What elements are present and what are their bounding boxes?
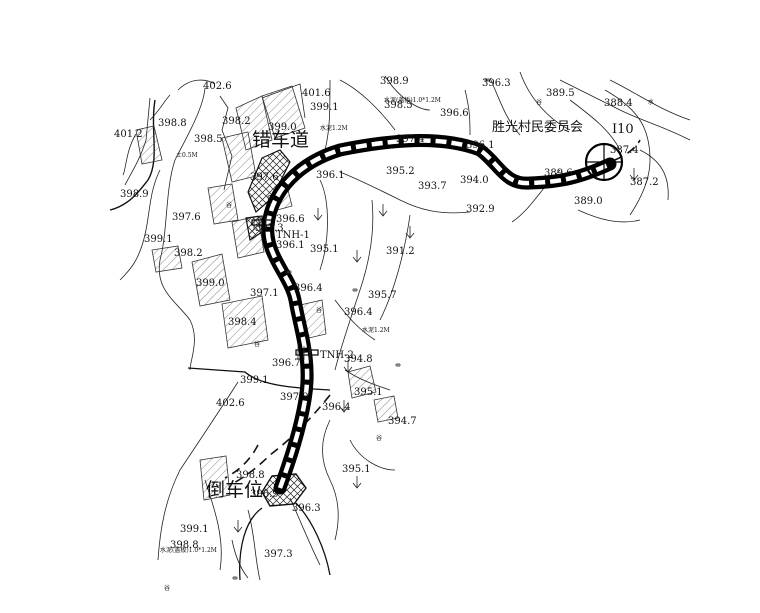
spot-elevation: 398.4	[228, 317, 257, 328]
spot-elevation: 396.3	[482, 78, 511, 89]
spot-elevation: 395.1	[342, 464, 371, 475]
spot-elevation: 398.9	[380, 76, 409, 87]
spot-elevation: 396.1	[316, 170, 345, 181]
slope-arrows	[233, 168, 639, 533]
crop-label-6: 谷	[164, 584, 170, 592]
spot-elevation: 389.0	[574, 196, 603, 207]
crop-label-3: 谷	[316, 306, 322, 314]
survey-ticks	[232, 78, 490, 580]
boundary-lines	[109, 99, 331, 581]
spot-elevation: 398.5	[384, 100, 413, 111]
culvert-note-1: 水泥(盖板)1.0*1.2M	[384, 96, 441, 104]
spot-elevation: 397.6	[250, 172, 279, 183]
spot-elevation: 399.0	[196, 278, 225, 289]
turnaround-area-label: 倒车位	[206, 479, 263, 501]
ditch-note-3: 土0.5M	[176, 151, 198, 159]
spot-elevation: 391.2	[386, 246, 415, 257]
spot-elevation: 402.6	[203, 81, 232, 92]
spot-elevation: 396.1	[466, 140, 495, 151]
spot-elevation: 395.2	[386, 166, 415, 177]
spot-elevation: 401.6	[302, 88, 331, 99]
spot-elevation: 399.1	[310, 102, 339, 113]
spot-elevation: 399.1	[144, 234, 173, 245]
culvert-markers	[251, 216, 319, 360]
spot-elevation: 398.8	[236, 470, 265, 481]
crop-label-5: 谷	[376, 434, 382, 442]
spot-elevation: 399.1	[240, 375, 269, 386]
spot-elevation: 388.4	[604, 98, 633, 109]
spot-elevation: 397.4	[396, 134, 425, 145]
ditch-note-2: 水泥1.2M	[362, 326, 390, 334]
node-label-2: TNH-2	[320, 350, 354, 361]
spot-elevation: 397.3	[264, 549, 293, 560]
code-label: I10	[612, 122, 634, 137]
spot-elevation: 387.2	[630, 177, 659, 188]
road-end-circle	[584, 142, 624, 182]
spot-elevation: 396.1	[276, 240, 305, 251]
spot-elevation: 398.9	[120, 189, 149, 200]
spot-elevation: 399.0	[268, 122, 297, 133]
spot-elevation: 393.7	[418, 181, 447, 192]
spot-elevation: 396.9	[250, 489, 279, 500]
crop-label-2: 谷	[226, 201, 232, 209]
spot-elevation: 396.4	[322, 402, 351, 413]
spot-elevation: 398.2	[222, 116, 251, 127]
turnaround-lane-label: 错车道	[252, 129, 309, 151]
spot-elevation: 402.6	[216, 398, 245, 409]
spot-elevation: 398.8	[170, 540, 199, 551]
crop-label-1: 谷	[536, 98, 542, 106]
spot-elevation: 396.7	[272, 358, 301, 369]
water-label: 水	[648, 98, 654, 106]
spot-elevation: 395.7	[368, 290, 397, 301]
spot-elevation: 389.5	[546, 88, 575, 99]
spot-elevation: 394.8	[344, 354, 373, 365]
spot-elevations: 402.6 401.6 399.1 398.9 398.5 396.3 389.…	[114, 76, 659, 560]
spot-elevation: 398.8	[158, 118, 187, 129]
annotation-labels: 错车道 倒车位 胜光村民委员会 TNH-1 TNH-2 I10 水 水泥(盖板)…	[160, 96, 654, 592]
spot-elevation: 397.9	[280, 392, 309, 403]
culvert-note-2: 水泥(盖板)1.0*1.2M	[160, 546, 217, 554]
node-label-1: TNH-1	[276, 230, 310, 241]
spot-elevation: 397.3	[255, 223, 284, 234]
spot-elevation: 395.1	[310, 244, 339, 255]
spot-elevation: 396.6	[276, 214, 305, 225]
planned-road	[261, 134, 617, 495]
spot-elevation: 387.4	[610, 145, 639, 156]
village-committee-label: 胜光村民委员会	[492, 120, 583, 135]
spot-elevation: 392.9	[466, 204, 495, 215]
crop-label-4: 谷	[254, 340, 260, 348]
spot-elevation: 395.1	[354, 387, 383, 398]
spot-elevation: 401.2	[114, 129, 143, 140]
spot-elevation: 396.3	[292, 503, 321, 514]
spot-elevation: 396.4	[344, 307, 373, 318]
spot-elevation: 397.1	[250, 288, 279, 299]
spot-elevation: 398.5	[194, 134, 223, 145]
ditch-note-1: 水泥1.2M	[320, 124, 348, 132]
spot-elevation: 394.0	[460, 175, 489, 186]
spot-elevation: 397.6	[172, 212, 201, 223]
spot-elevation: 399.1	[180, 524, 209, 535]
spot-elevation: 389.6	[544, 168, 573, 179]
spot-elevation: 394.7	[388, 416, 417, 427]
spot-elevation: 398.2	[174, 248, 203, 259]
spot-elevation: 396.4	[294, 283, 323, 294]
spot-elevation: 396.6	[440, 108, 469, 119]
